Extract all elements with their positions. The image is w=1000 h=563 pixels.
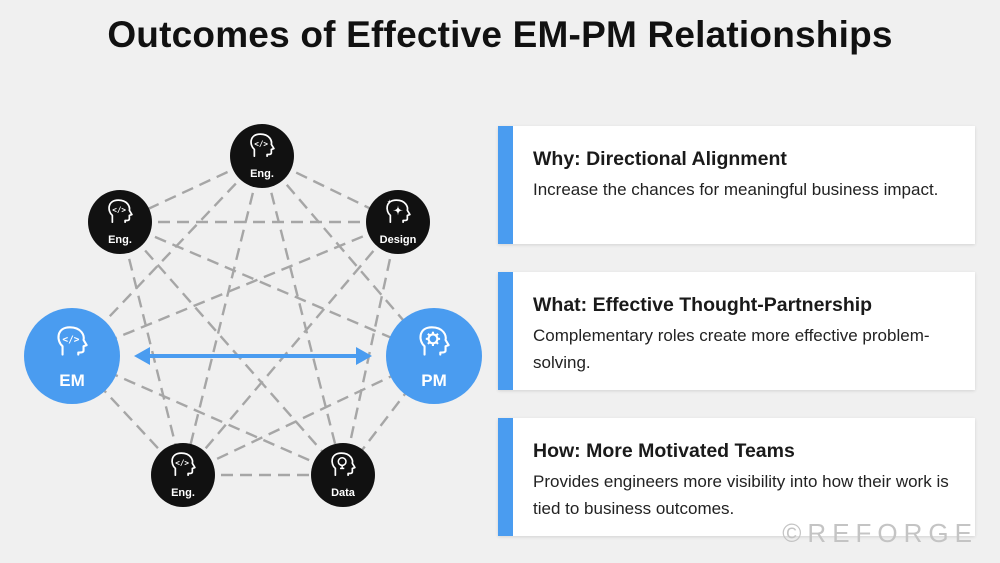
node-eng-bottom: </> Eng.	[151, 443, 215, 507]
connection-line	[71, 220, 399, 358]
relationship-network-diagram: </> Eng. </> Eng. Design </> EM PM </> Eng. Data	[24, 124, 482, 507]
node-eng-left: </> Eng.	[88, 190, 152, 254]
node-em: </> EM	[24, 308, 120, 404]
code-head-icon: </>	[108, 199, 133, 224]
card-heading: How: More Motivated Teams	[533, 440, 795, 462]
node-label: PM	[421, 371, 447, 390]
card-body: Provides engineers more visibility into …	[533, 472, 949, 518]
node-label: Eng.	[108, 234, 132, 246]
lightbulb-head-icon	[331, 452, 356, 477]
code-head-icon: </>	[57, 326, 88, 356]
card-how: How: More Motivated Teams Provides engin…	[498, 418, 975, 536]
code-head-icon: </>	[171, 452, 196, 477]
connection-line	[118, 221, 185, 476]
connection-line	[182, 221, 399, 476]
card-heading: Why: Directional Alignment	[533, 148, 787, 170]
card-why: Why: Directional Alignment Increase the …	[498, 126, 975, 244]
reforge-watermark: ©REFORGE	[782, 518, 978, 548]
node-design: Design	[366, 190, 430, 254]
connection-line	[341, 221, 400, 476]
connection-line	[119, 221, 344, 476]
card-heading: What: Effective Thought-Partnership	[533, 294, 873, 316]
connection-line	[181, 155, 264, 476]
node-pm: PM	[386, 308, 482, 404]
arrowhead-left	[134, 347, 150, 365]
code-head-icon: </>	[250, 133, 275, 158]
svg-text:</>: </>	[254, 139, 268, 148]
node-label: Design	[380, 234, 417, 246]
node-data: Data	[311, 443, 375, 507]
node-label: EM	[59, 371, 85, 390]
sparkle-head-icon	[386, 199, 411, 224]
card-body: Complementary roles create more effectiv…	[533, 326, 930, 372]
connection-line	[71, 354, 344, 477]
svg-text:</>: </>	[175, 458, 189, 467]
gear-head-icon	[419, 326, 450, 356]
card-what: What: Effective Thought-Partnership Comp…	[498, 272, 975, 390]
arrowhead-right	[356, 347, 372, 365]
node-eng-top: </> Eng.	[230, 124, 294, 188]
svg-text:</>: </>	[112, 205, 126, 214]
node-label: Eng.	[171, 487, 195, 499]
card-body: Increase the chances for meaningful busi…	[533, 180, 939, 199]
connection-line	[260, 155, 345, 476]
svg-text:</>: </>	[62, 335, 79, 346]
page-title: Outcomes of Effective EM-PM Relationship…	[107, 14, 893, 55]
node-label: Eng.	[250, 168, 274, 180]
node-label: Data	[331, 487, 356, 499]
